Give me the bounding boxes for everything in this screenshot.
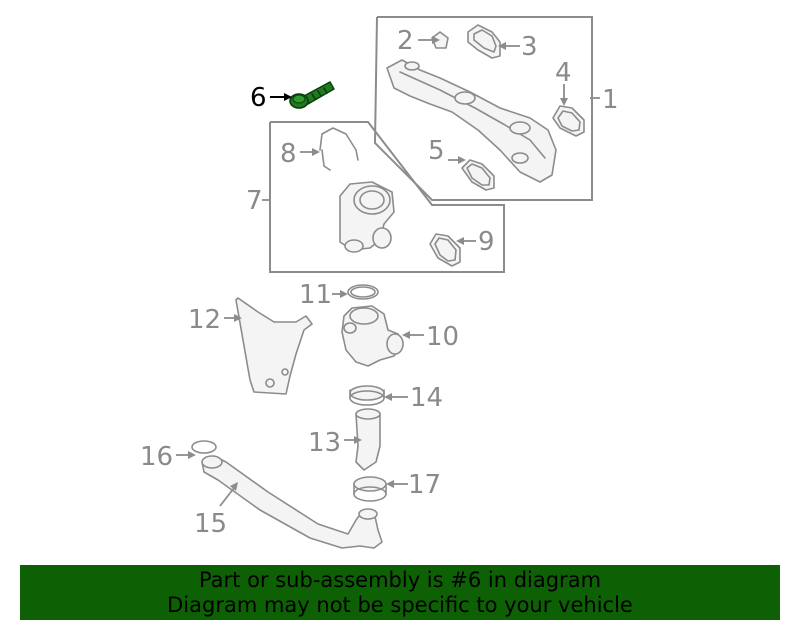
o-ring-16-part[interactable]: [191, 440, 217, 454]
gasket-3-part[interactable]: [467, 24, 501, 59]
gasket-5-part[interactable]: [461, 159, 495, 191]
callout-7: 7: [246, 186, 263, 216]
callout-3: 3: [521, 32, 538, 62]
parts-diagram: 1 2 3 4 5 6 7 8 9 10 11 12 13 14 15 16 1…: [140, 16, 619, 549]
o-ring-11-inner: [350, 286, 376, 298]
gasket-4-part[interactable]: [552, 105, 585, 137]
callout-17: 17: [408, 470, 441, 500]
callout-8: 8: [280, 139, 297, 169]
gasket-9-part[interactable]: [429, 233, 461, 267]
banner-line-1: Part or sub-assembly is #6 in diagram: [198, 568, 602, 592]
callout-13: 13: [308, 428, 341, 458]
clamp-14-part[interactable]: [349, 385, 385, 406]
hose-part[interactable]: [355, 408, 381, 471]
callout-9: 9: [478, 227, 495, 257]
callout-11: 11: [299, 280, 332, 310]
bracket-part[interactable]: [235, 297, 313, 395]
bolt-part-highlighted[interactable]: [289, 81, 335, 109]
callout-10: 10: [426, 322, 459, 352]
o-ring-11-part[interactable]: [347, 284, 379, 300]
assembly-7-box: [269, 121, 505, 273]
notice-banner: Part or sub-assembly is #6 in diagram Di…: [20, 565, 780, 620]
leader-lines: [176, 36, 600, 507]
callout-16: 16: [140, 442, 173, 472]
callout-12: 12: [188, 305, 221, 335]
manifold-housing-part[interactable]: [386, 59, 557, 183]
assembly-1-box: [373, 16, 593, 201]
callout-6: 6: [250, 83, 267, 113]
thermostat-housing-part[interactable]: [339, 181, 395, 253]
callout-15: 15: [194, 509, 227, 539]
callout-2: 2: [397, 26, 414, 56]
water-outlet-part[interactable]: [341, 305, 404, 367]
callout-4: 4: [555, 58, 572, 88]
banner-line-2: Diagram may not be specific to your vehi…: [167, 593, 633, 617]
callout-14: 14: [410, 383, 443, 413]
callout-5: 5: [428, 136, 445, 166]
clip-part[interactable]: [319, 127, 359, 171]
clamp-17-part[interactable]: [353, 476, 387, 502]
pipe-part[interactable]: [201, 455, 383, 549]
callout-1: 1: [602, 85, 619, 115]
